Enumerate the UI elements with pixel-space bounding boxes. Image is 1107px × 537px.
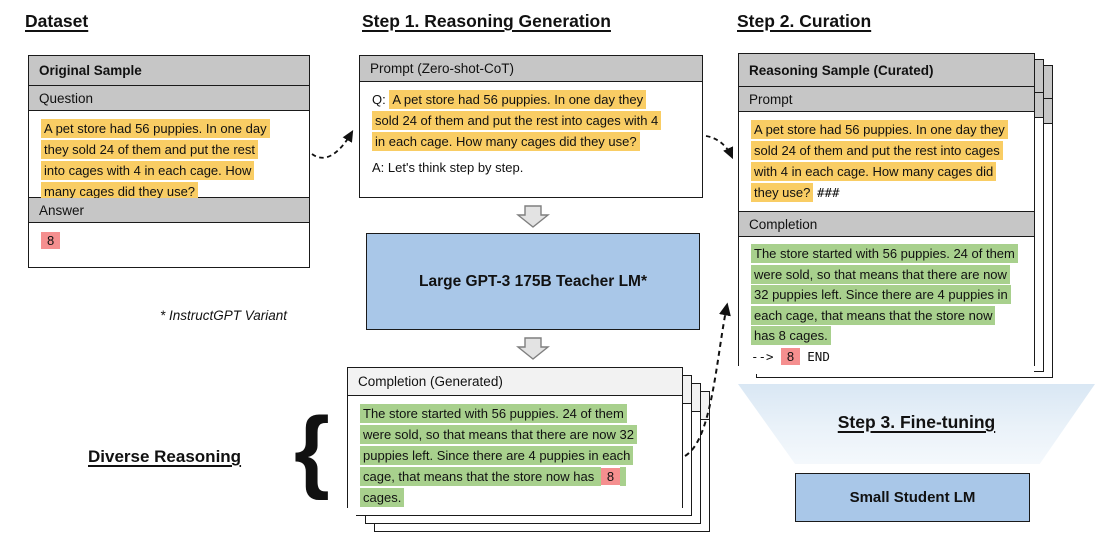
question-body: A pet store had 56 puppies. In one day t… <box>29 111 309 201</box>
curated-prompt-body: A pet store had 56 puppies. In one day t… <box>739 112 1034 212</box>
generated-reasoning-text: The store started with 56 puppies. 24 of… <box>360 404 637 486</box>
curly-brace-icon: { <box>294 399 330 501</box>
step3-title: Step 3. Fine-tuning <box>837 412 996 432</box>
prompt-delimiter: ### <box>817 185 840 200</box>
question-label: Question <box>29 86 309 111</box>
curated-final-answer: 8 <box>780 347 801 365</box>
answer-label: Answer <box>29 198 309 223</box>
curated-completion-text: The store started with 56 puppies. 24 of… <box>751 244 1018 345</box>
answer-arrow-prefix: --> <box>751 348 774 364</box>
completion-generated-card: Completion (Generated) The store started… <box>347 367 683 515</box>
flow-arrow-step1-to-step2-icon <box>705 135 734 160</box>
prompt-question-text: A pet store had 56 puppies. In one day t… <box>372 90 662 151</box>
original-sample-card: Original Sample Question A pet store had… <box>28 55 310 268</box>
step2-title: Step 2. Curation <box>737 11 872 31</box>
reasoning-sample-header: Reasoning Sample (Curated) <box>739 54 1034 87</box>
down-arrow-icon <box>516 337 550 360</box>
step1-title: Step 1. Reasoning Generation <box>362 11 611 31</box>
dataset-title: Dataset <box>25 11 89 31</box>
answer-body: 8 <box>29 223 309 267</box>
q-prefix: Q: <box>372 92 390 107</box>
prompt-zeroshot-header: Prompt (Zero-shot-CoT) <box>360 56 702 82</box>
prompt-zeroshot-body: Q: A pet store had 56 puppies. In one da… <box>360 82 702 197</box>
curated-completion-label: Completion <box>739 212 1034 237</box>
fine-tuning-funnel <box>738 384 1095 464</box>
curated-prompt-label: Prompt <box>739 87 1034 112</box>
completion-generated-body: The store started with 56 puppies. 24 of… <box>348 396 682 515</box>
student-lm-box: Small Student LM <box>795 473 1030 522</box>
a-line: A: Let's think step by step. <box>372 160 524 175</box>
q-line: Q: A pet store had 56 puppies. In one da… <box>372 89 662 152</box>
curated-prompt-text: A pet store had 56 puppies. In one day t… <box>751 120 1008 202</box>
question-text: A pet store had 56 puppies. In one day t… <box>41 119 270 201</box>
end-token: END <box>807 348 830 364</box>
generated-answer-value: 8 <box>600 468 621 485</box>
flow-arrow-dataset-to-step1-icon <box>311 129 354 159</box>
prompt-zeroshot-card: Prompt (Zero-shot-CoT) Q: A pet store ha… <box>359 55 703 198</box>
original-sample-header: Original Sample <box>29 56 309 86</box>
completion-generated-header: Completion (Generated) <box>348 368 682 396</box>
reasoning-sample-card: Reasoning Sample (Curated) Prompt A pet … <box>738 53 1035 374</box>
instructgpt-footnote: * InstructGPT Variant <box>160 308 288 323</box>
down-arrow-icon <box>516 205 550 228</box>
diverse-reasoning-label: Diverse Reasoning <box>88 447 242 466</box>
answer-value: 8 <box>41 232 61 249</box>
curated-completion-body: The store started with 56 puppies. 24 of… <box>739 237 1034 374</box>
teacher-lm-box: Large GPT-3 175B Teacher LM* <box>366 233 700 330</box>
